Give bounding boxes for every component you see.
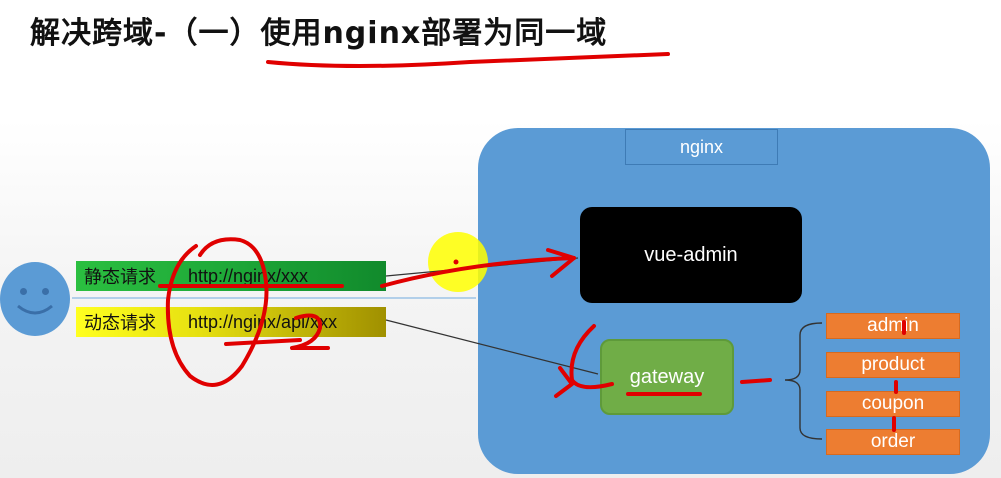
service-coupon: coupon xyxy=(826,391,960,417)
dynamic-underline xyxy=(224,338,302,346)
user-smiley-icon xyxy=(0,262,70,336)
service-product: product xyxy=(826,352,960,378)
gateway-node: gateway xyxy=(600,339,734,415)
dynamic-connector-line xyxy=(385,319,599,375)
static-request-url: http://nginx/xxx xyxy=(188,265,309,286)
static-arrowhead xyxy=(546,248,576,278)
service-admin: admin xyxy=(826,313,960,339)
title-underline xyxy=(266,52,670,68)
red-annotations xyxy=(158,52,906,432)
cursor-dot xyxy=(453,259,459,265)
gateway-dash xyxy=(740,378,772,384)
dynamic-request-kind: 动态请求 xyxy=(84,313,156,334)
services-bracket xyxy=(784,322,823,440)
page-title: 解决跨域-（一）使用nginx部署为同一域 xyxy=(30,16,608,51)
number-two xyxy=(290,313,330,350)
gateway-arrow xyxy=(569,324,614,390)
gateway-arrowhead xyxy=(554,366,574,398)
request-circle xyxy=(165,237,269,387)
nginx-label: nginx xyxy=(625,129,778,165)
gateway-label: gateway xyxy=(629,365,705,388)
vue-admin-node: vue-admin xyxy=(580,207,802,303)
vue-admin-label: vue-admin xyxy=(644,243,738,266)
static-arrow xyxy=(380,256,576,288)
static-request-kind: 静态请求 xyxy=(84,267,156,288)
